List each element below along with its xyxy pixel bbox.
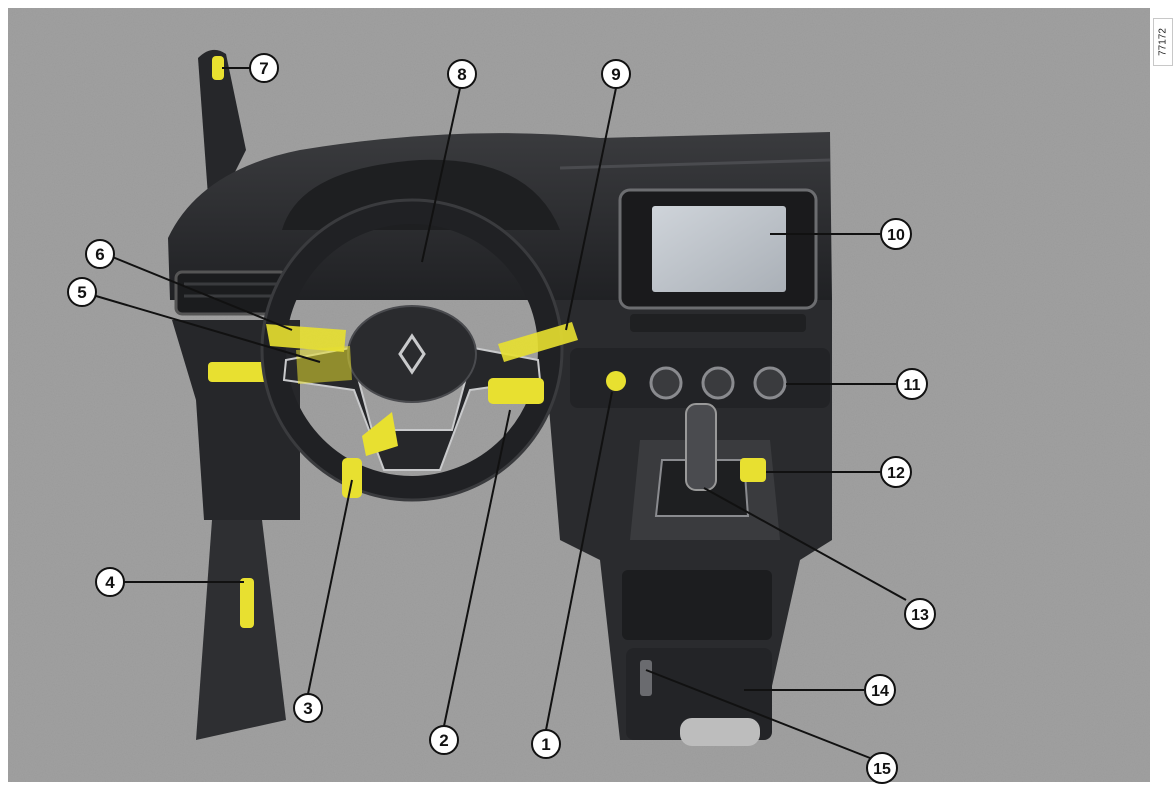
- callout-4-label: 4: [105, 573, 115, 592]
- callout-3: 3: [293, 693, 323, 723]
- leader-15: [645, 669, 871, 759]
- callout-9: 9: [601, 59, 631, 89]
- callout-1: 1: [531, 729, 561, 759]
- callout-8-label: 8: [457, 65, 466, 84]
- usb-port: [640, 660, 652, 696]
- a-pillar: [198, 49, 246, 198]
- callout-10-label: 10: [887, 227, 905, 244]
- callout-group: 1 2 3 4 5 6 7 8: [67, 53, 936, 784]
- callout-6-label: 6: [95, 245, 104, 264]
- callout-6: 6: [85, 239, 115, 269]
- leader-8: [421, 87, 461, 263]
- leader-5: [95, 295, 321, 363]
- callout-15: 15: [866, 752, 898, 784]
- callout-5: 5: [67, 277, 97, 307]
- callout-14: 14: [864, 674, 896, 706]
- steering-lever-mark: [362, 412, 398, 456]
- callout-12-label: 12: [887, 465, 905, 482]
- steering-wheel-rim: [262, 200, 562, 500]
- callout-2-label: 2: [439, 731, 448, 750]
- parking-brake-mark: [740, 458, 766, 482]
- screen-display: [652, 206, 786, 292]
- callout-10: 10: [880, 218, 912, 250]
- right-controls-mark: [488, 378, 544, 404]
- callout-4: 4: [95, 567, 125, 597]
- bonnet-release-mark: [240, 578, 254, 628]
- callout-7: 7: [249, 53, 279, 83]
- callout-3-label: 3: [303, 699, 312, 718]
- steering-hub: [347, 305, 477, 403]
- climate-knob-right: [753, 366, 787, 400]
- screen-button-bar: [630, 314, 806, 332]
- dash-crease: [559, 158, 831, 170]
- leader-13: [703, 487, 907, 601]
- wiper-stalk-mark: [498, 322, 578, 362]
- leader-2: [443, 409, 511, 727]
- callout-9-label: 9: [611, 65, 620, 84]
- mirror-control-knob: [212, 56, 224, 80]
- storage-tray: [622, 570, 772, 640]
- leader-9: [565, 87, 617, 331]
- steering-lever-lower-mark: [342, 458, 362, 498]
- figure-code: 77172: [1157, 28, 1169, 56]
- start-stop-button-mark: [606, 371, 626, 391]
- left-switch-panel: [208, 362, 270, 382]
- brand-logo: [398, 333, 426, 375]
- leader-1: [545, 391, 613, 731]
- callout-13: 13: [904, 598, 936, 630]
- figure-code-tag: 77172: [1153, 18, 1173, 66]
- cupholder: [680, 718, 760, 746]
- callout-11: 11: [896, 368, 928, 400]
- gear-lever-knob: [685, 403, 717, 491]
- callout-1-label: 1: [541, 735, 550, 754]
- left-controls-mark: [296, 346, 352, 384]
- leader-lines: [95, 67, 907, 759]
- callout-14-label: 14: [871, 683, 889, 700]
- leader-3: [307, 479, 353, 695]
- steering-wheel-rim-edge: [260, 198, 564, 502]
- leader-6: [109, 255, 293, 331]
- callout-13-label: 13: [911, 607, 929, 624]
- callout-12: 12: [880, 456, 912, 488]
- callout-2: 2: [429, 725, 459, 755]
- lower-storage: [626, 648, 772, 740]
- callout-11-label: 11: [904, 377, 921, 394]
- lighting-stalk-mark: [266, 324, 346, 352]
- callout-8: 8: [447, 59, 477, 89]
- callout-5-label: 5: [77, 283, 86, 302]
- climate-knob-center: [701, 366, 735, 400]
- climate-knob-left: [649, 366, 683, 400]
- left-footwell: [196, 520, 286, 740]
- callout-7-label: 7: [259, 59, 268, 78]
- callout-15-label: 15: [873, 761, 891, 778]
